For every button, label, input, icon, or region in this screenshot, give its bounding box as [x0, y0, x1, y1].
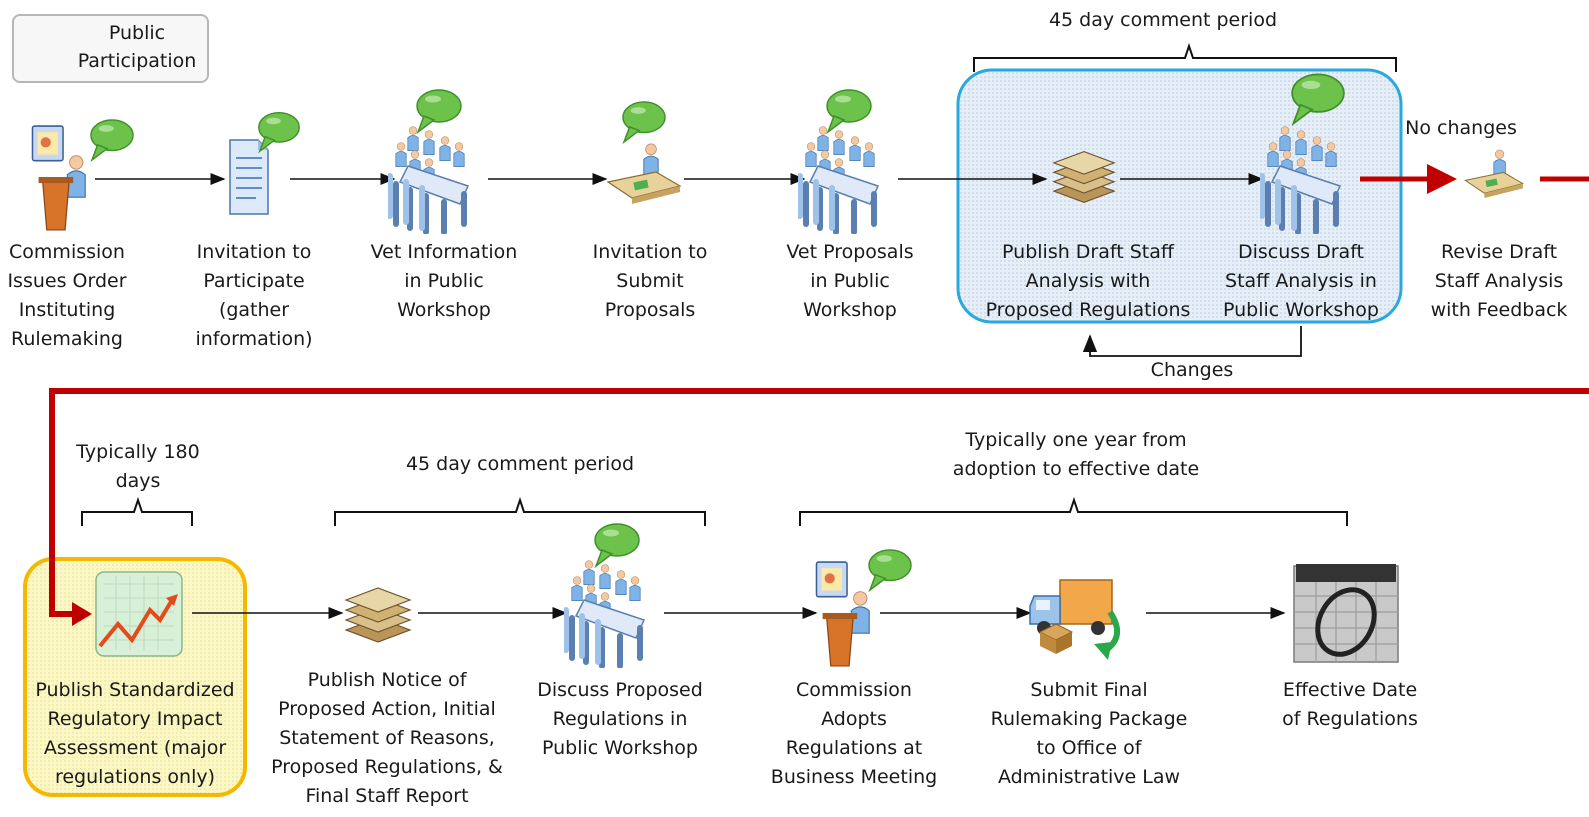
step-vet-proposals: Vet Proposals in Public Workshop: [786, 241, 914, 321]
step-discuss-proposed-regulations: Discuss Proposed Regulations in Public W…: [537, 679, 703, 759]
speech-bubble-icon: [416, 89, 462, 133]
comment-period-highlight: [956, 68, 1403, 324]
step-commission-adopts: Commission Adopts Regulations at Busines…: [770, 679, 938, 788]
step-invitation-submit-proposals: Invitation to Submit Proposals: [592, 241, 708, 321]
bracket-comment-period-1: [973, 42, 1397, 72]
step-publish-sria: Publish Standardized Regulatory Impact A…: [35, 679, 235, 788]
papers-stack-icon: [345, 587, 411, 643]
calendar-icon: [1293, 564, 1399, 663]
desk-icon: [608, 144, 680, 204]
step-effective-date: Effective Date of Regulations: [1282, 679, 1418, 730]
bracket-comment-period-2: [334, 496, 706, 526]
speech-bubble-icon: [826, 89, 872, 133]
speech-bubble-icon: [622, 101, 666, 143]
document-icon: [229, 139, 269, 215]
step-discuss-draft-staff-analysis: Discuss Draft Staff Analysis in Public W…: [1222, 241, 1379, 321]
speech-bubble-icon: [90, 119, 134, 161]
label-changes: Changes: [1150, 359, 1234, 381]
bracket-180-days: [81, 496, 193, 526]
step-publish-notice: Publish Notice of Proposed Action, Initi…: [271, 669, 503, 807]
step-publish-draft-staff-analysis: Publish Draft Staff Analysis with Propos…: [985, 241, 1191, 321]
changes-loop-arrow: [1082, 326, 1302, 357]
podium-icon: [816, 562, 869, 666]
bracket-one-year: [799, 496, 1348, 526]
meeting-icon: [566, 561, 644, 666]
step-revise-draft-staff-analysis: Revise Draft Staff Analysis with Feedbac…: [1430, 241, 1568, 321]
step-commission-issues-order: Commission Issues Order Instituting Rule…: [7, 241, 127, 350]
label-no-changes: No changes: [1405, 117, 1517, 139]
label-one-year: Typically one year from adoption to effe…: [952, 429, 1200, 480]
label-45-day-comment-period-2: 45 day comment period: [405, 453, 635, 475]
legend: [12, 14, 209, 83]
desk-icon: [1465, 150, 1523, 198]
step-invitation-to-participate: Invitation to Participate (gather inform…: [195, 241, 313, 350]
chart-trend-icon: [95, 571, 183, 657]
label-typically-180-days: Typically 180 days: [76, 441, 200, 492]
label-45-day-comment-period-1: 45 day comment period: [1048, 9, 1278, 31]
speech-bubble-icon: [868, 549, 912, 591]
speech-bubble-icon: [594, 523, 640, 567]
speech-bubble-icon: [258, 111, 300, 153]
podium-icon: [32, 126, 85, 230]
delivery-truck-icon: [1029, 579, 1120, 660]
step-submit-final-package: Submit Final Rulemaking Package to Offic…: [990, 679, 1188, 788]
return-arrowhead: [72, 602, 92, 626]
return-path-red: [49, 388, 1589, 617]
step-vet-information: Vet Information in Public Workshop: [370, 241, 518, 321]
meeting-icon: [800, 127, 878, 232]
meeting-icon: [390, 127, 468, 232]
legend-label: Public Participation: [77, 22, 197, 72]
